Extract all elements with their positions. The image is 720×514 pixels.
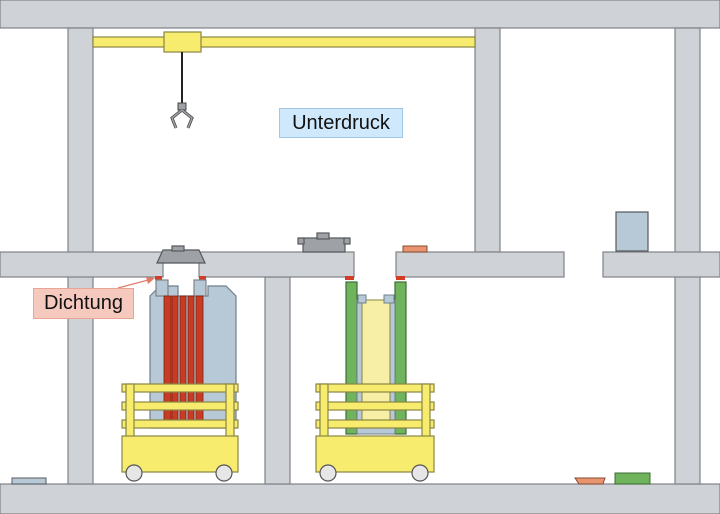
chamber-floor: [0, 251, 720, 278]
cart-left: [121, 383, 239, 482]
block-green-floor: [614, 472, 651, 485]
seal-label: Dichtung: [33, 288, 134, 319]
lid-closed-opening: [156, 245, 206, 264]
ceiling-beam: [0, 0, 720, 29]
floor-segment-mid: [198, 251, 355, 278]
plate-blue-floor: [11, 477, 47, 485]
plate-copper-floor: [574, 477, 606, 485]
plate-copper-upper: [402, 245, 428, 253]
column-lower-mid: [264, 276, 291, 485]
floor-segment-right: [395, 251, 565, 278]
floor-slab: [0, 483, 720, 514]
floor-segment-left: [0, 251, 164, 278]
seals: [155, 276, 405, 280]
lid-parked: [297, 232, 351, 253]
box-blue: [615, 211, 649, 252]
crane-trolley: [163, 31, 202, 53]
arrow-icon: [117, 277, 155, 289]
column-center: [474, 27, 501, 253]
crane-hook-icon: [170, 102, 194, 129]
crane: [92, 31, 476, 129]
container-right: [345, 281, 407, 435]
vacuum-label: Unterdruck: [279, 108, 403, 138]
crane-rail: [92, 36, 476, 48]
floor-segment-far-right: [602, 251, 720, 278]
cart-right: [315, 383, 435, 482]
